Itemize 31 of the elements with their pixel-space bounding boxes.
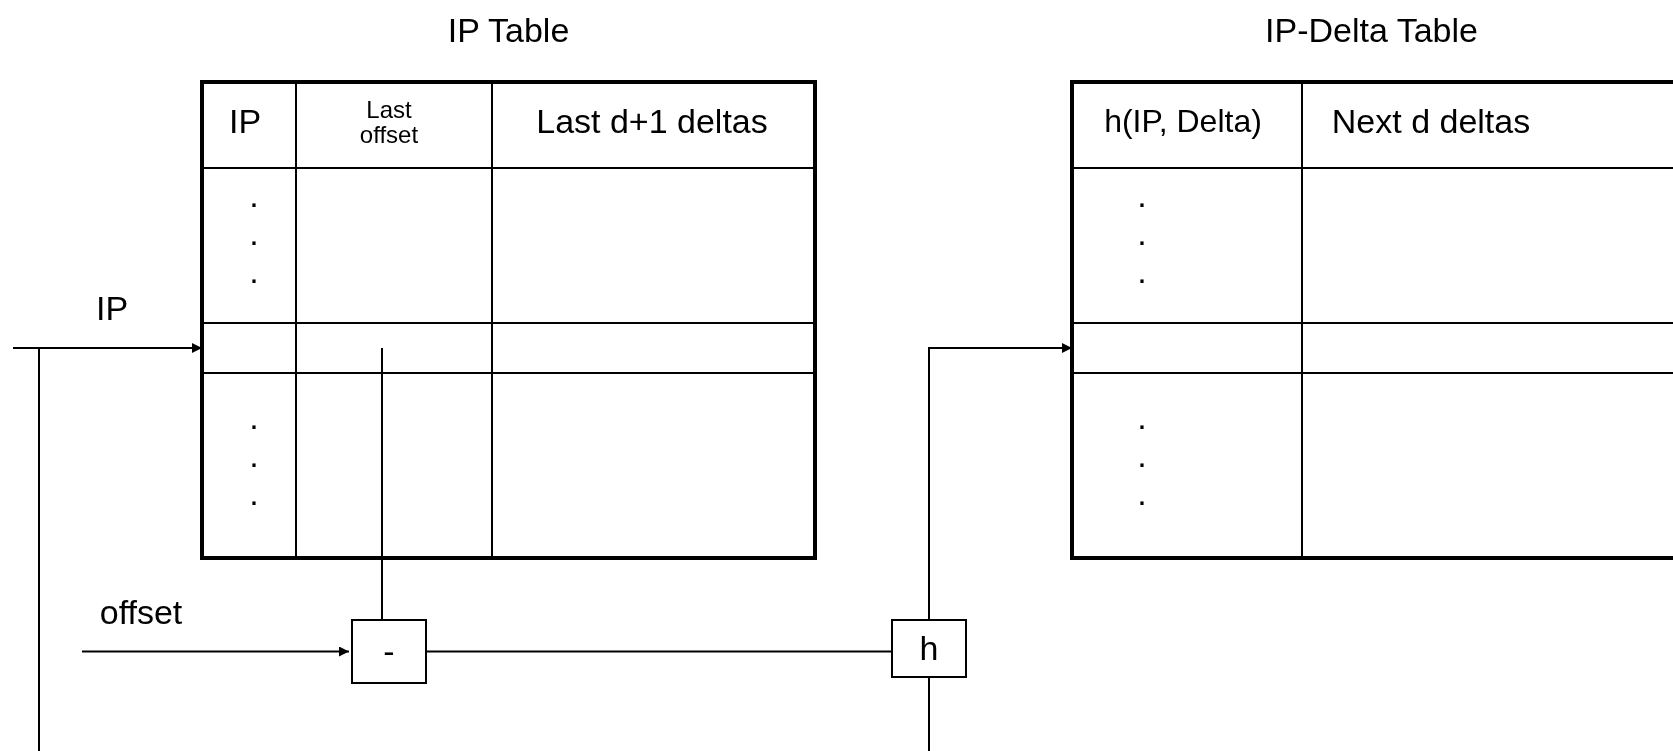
ellipsis-dot: . [1137,216,1147,252]
ellipsis-dot: . [1137,254,1147,290]
ellipsis-dot: . [1137,438,1147,474]
edge-label: IP [95,291,129,327]
connector-line [381,347,383,620]
operator-box: h [891,619,967,678]
table-title: IP Table [446,10,571,50]
edge-label: offset [99,595,183,631]
column-header: Next d deltas [1331,104,1531,140]
ellipsis-dot: . [249,400,259,436]
arrow [12,343,203,353]
ellipsis-dot: . [249,216,259,252]
connector-line [38,346,930,751]
column-header: IP [228,104,262,140]
column-header: Last d+1 deltas [536,104,768,140]
arrow [81,646,350,657]
ellipsis-dot: . [249,254,259,290]
ellipsis-dot: . [1137,178,1147,214]
table-row [204,322,813,374]
ellipsis-dot: . [249,476,259,512]
connector-line [426,650,892,653]
table-title: IP-Delta Table [1264,10,1479,50]
ellipsis-dot: . [1137,476,1147,512]
column-header: h(IP, Delta) [1104,105,1262,139]
column-header: Last offset [358,96,420,148]
ellipsis-dot: . [249,438,259,474]
operator-box: - [351,619,427,684]
table-row [1074,322,1673,374]
ellipsis-dot: . [1137,400,1147,436]
arrow [928,343,1073,620]
ellipsis-dot: . [249,178,259,214]
